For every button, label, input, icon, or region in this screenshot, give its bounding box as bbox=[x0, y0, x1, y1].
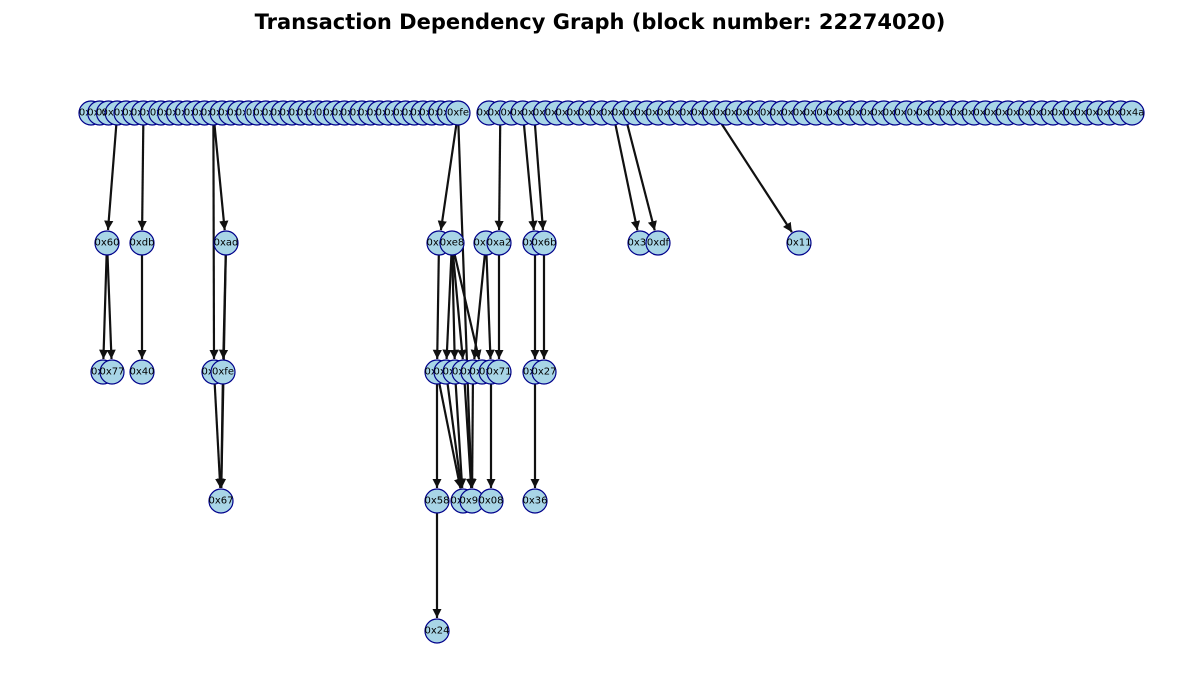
dependency-edge bbox=[494, 124, 504, 231]
node-label: 0x77 bbox=[99, 367, 124, 378]
dependency-edge bbox=[437, 124, 458, 231]
node-label: 0xdb bbox=[130, 238, 155, 249]
node-label: 0x30 bbox=[627, 238, 652, 249]
node-circle bbox=[522, 488, 548, 514]
transaction-node: 0x6b bbox=[531, 230, 557, 256]
node-circle bbox=[439, 230, 465, 256]
dependency-edge bbox=[452, 254, 467, 360]
node-label: 0xe8 bbox=[440, 238, 465, 249]
node-circle bbox=[94, 230, 120, 256]
node-label: 0xfe bbox=[212, 367, 234, 378]
dependency-edge bbox=[216, 383, 226, 489]
node-circle bbox=[424, 618, 450, 644]
graph-title: Transaction Dependency Graph (block numb… bbox=[254, 10, 946, 34]
node-label: 0x08 bbox=[478, 496, 503, 507]
node-circle bbox=[445, 100, 471, 126]
node-circle bbox=[210, 359, 236, 385]
dependency-edge bbox=[446, 383, 465, 489]
dependency-edge bbox=[463, 383, 476, 489]
transaction-node: 0x77 bbox=[99, 359, 125, 385]
dependency-edge bbox=[104, 124, 118, 231]
dependency-edge bbox=[442, 254, 453, 360]
dependency-edge bbox=[454, 383, 467, 489]
dependency-edge bbox=[457, 124, 476, 489]
transaction-node: 0x40 bbox=[129, 359, 155, 385]
transaction-node: 0xfe bbox=[210, 359, 236, 385]
transaction-node: 0x27 bbox=[531, 359, 557, 385]
dependency-edge bbox=[470, 254, 486, 360]
node-label: 0xa2 bbox=[487, 238, 512, 249]
transaction-node: 0x4a bbox=[1119, 100, 1145, 126]
node-circle bbox=[424, 488, 450, 514]
dependency-edge bbox=[485, 254, 495, 360]
transaction-node: 0x24 bbox=[424, 618, 450, 644]
node-circle bbox=[129, 359, 155, 385]
transaction-node: 0x71 bbox=[486, 359, 512, 385]
transaction-node: 0xfe bbox=[445, 100, 471, 126]
transaction-node: 0xe8 bbox=[439, 230, 465, 256]
node-circle bbox=[531, 359, 557, 385]
dependency-edge bbox=[522, 124, 538, 231]
transaction-node: 0x11 bbox=[786, 230, 812, 256]
node-label: 0x27 bbox=[531, 367, 556, 378]
dependency-edge bbox=[106, 254, 116, 360]
node-layer: 0x6c0x0a0x4b0x60p0x1c0x8d0xdb0xb50x7f0x3… bbox=[78, 100, 1145, 644]
dependency-edge bbox=[467, 383, 477, 489]
node-label: 0x6b bbox=[532, 238, 557, 249]
transaction-node: 0xdb bbox=[129, 230, 155, 256]
node-label: 0xd4 bbox=[427, 238, 452, 249]
dependency-edge bbox=[213, 124, 229, 231]
node-label: 0x58 bbox=[424, 496, 449, 507]
node-label: 0x36 bbox=[522, 496, 547, 507]
node-circle bbox=[99, 359, 125, 385]
node-label: 0x67 bbox=[208, 496, 233, 507]
dependency-edge bbox=[626, 124, 657, 231]
transaction-node: 0x08 bbox=[478, 488, 504, 514]
node-circle bbox=[478, 488, 504, 514]
dependency-edge bbox=[449, 254, 460, 360]
dependency-edge bbox=[99, 254, 109, 360]
dependency-edge bbox=[432, 254, 442, 360]
node-label: 0x4a bbox=[1120, 108, 1145, 119]
dependency-edge bbox=[533, 124, 547, 231]
transaction-node: 0x67 bbox=[208, 488, 234, 514]
dependency-edge bbox=[137, 124, 147, 231]
node-circle bbox=[486, 230, 512, 256]
transaction-node: 0xad bbox=[213, 230, 239, 256]
node-label: 0x02 bbox=[473, 238, 498, 249]
node-circle bbox=[213, 230, 239, 256]
edge-layer bbox=[99, 122, 793, 618]
dependency-edge bbox=[213, 383, 225, 489]
node-label: 0xad bbox=[214, 238, 239, 249]
node-label: 0x11 bbox=[786, 238, 811, 249]
node-label: 0x40 bbox=[129, 367, 154, 378]
node-circle bbox=[129, 230, 155, 256]
transaction-node: 0x60 bbox=[94, 230, 120, 256]
node-circle bbox=[486, 359, 512, 385]
node-label: 0x60 bbox=[94, 238, 119, 249]
transaction-node: 0xdf bbox=[645, 230, 671, 256]
node-label: 0x9b bbox=[460, 496, 485, 507]
node-circle bbox=[531, 230, 557, 256]
node-label: 0x24 bbox=[424, 626, 449, 637]
node-label: 0x71 bbox=[486, 367, 511, 378]
dependency-edge bbox=[438, 383, 464, 489]
transaction-node: 0xa2 bbox=[486, 230, 512, 256]
node-circle bbox=[208, 488, 234, 514]
transaction-node: 0x36 bbox=[522, 488, 548, 514]
node-label: 0xdf bbox=[647, 238, 670, 249]
node-circle bbox=[645, 230, 671, 256]
transaction-node: 0x58 bbox=[424, 488, 450, 514]
dependency-edge bbox=[720, 122, 793, 233]
dependency-edge bbox=[614, 124, 641, 231]
node-circle bbox=[1119, 100, 1145, 126]
node-label: 0xfe bbox=[447, 108, 469, 119]
node-circle bbox=[786, 230, 812, 256]
